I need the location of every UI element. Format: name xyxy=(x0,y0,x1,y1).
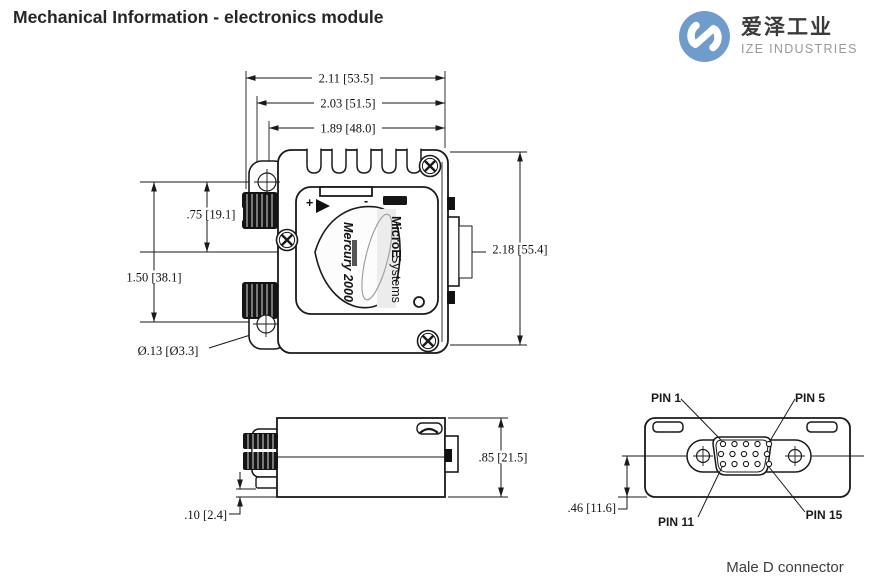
jackscrew-left xyxy=(693,446,713,466)
cooling-fins xyxy=(306,148,422,174)
label-plus-mark: + xyxy=(306,196,313,210)
logo-name-en: IZE INDUSTRIES xyxy=(741,41,858,56)
end-view-labels: PIN 1 PIN 5 PIN 11 PIN 15 .46 [11.6] Mal… xyxy=(568,391,844,576)
end-view-caption: Male D connector xyxy=(726,559,844,576)
logo-name-cn: 爱泽工业 xyxy=(741,16,833,40)
dim-width-inner: 1.89 [48.0] xyxy=(320,122,375,136)
dim-hole-diameter: Ø.13 [Ø3.3] xyxy=(138,344,199,358)
side-view: .85 [21.5] .10 [2.4] xyxy=(184,417,536,522)
pin-leader-lines xyxy=(680,398,806,518)
end-view-dimension-lines xyxy=(618,456,630,510)
mounting-hole-top xyxy=(254,169,280,195)
mounting-hole-bottom xyxy=(253,311,279,337)
thumbscrew-bottom xyxy=(242,282,278,319)
top-view: + - Mercury 2000 MicroE Systems xyxy=(121,71,554,358)
side-thumbscrew xyxy=(243,433,278,470)
pin15-label: PIN 15 xyxy=(806,508,843,522)
dim-base-lip: .10 [2.4] xyxy=(184,508,227,522)
dim-hole-spacing: 1.50 [38.1] xyxy=(126,271,181,285)
label-arrow-glyph xyxy=(316,199,330,213)
dim-width-mid: 2.03 [51.5] xyxy=(320,97,375,111)
dim-width-outer: 2.11 [53.5] xyxy=(319,72,374,86)
thumbscrew-top xyxy=(242,192,278,229)
pin11-label: PIN 11 xyxy=(658,515,694,529)
label-brand-bottom: Systems xyxy=(389,255,403,303)
end-view-outline xyxy=(622,417,864,498)
pin1-label: PIN 1 xyxy=(651,391,681,405)
product-label: + - Mercury 2000 MicroE Systems xyxy=(295,186,439,315)
corner-screws xyxy=(275,154,442,353)
end-view: PIN 1 PIN 5 PIN 11 PIN 15 .46 [11.6] Mal… xyxy=(568,391,864,576)
label-led xyxy=(413,296,425,308)
pin5-label: PIN 5 xyxy=(795,391,825,405)
jackscrew-right xyxy=(785,446,805,466)
label-small-text-glyph xyxy=(352,240,357,266)
dim-height: 2.18 [55.4] xyxy=(492,243,547,257)
dim-center-to-base: .46 [11.6] xyxy=(568,501,617,515)
label-brand-strip xyxy=(377,209,396,308)
dim-side-height: .85 [21.5] xyxy=(479,451,528,465)
company-logo: 爱泽工业 IZE INDUSTRIES xyxy=(678,8,863,64)
side-view-outline xyxy=(243,417,459,498)
logo-mark-icon xyxy=(679,10,730,62)
end-notch-left xyxy=(652,421,684,433)
label-minus-mark: - xyxy=(364,194,368,208)
page-title: Mechanical Information - electronics mod… xyxy=(13,7,384,27)
label-product-name: Mercury 2000 xyxy=(341,222,355,302)
end-notch-right xyxy=(806,421,838,433)
label-brand-top: MicroE xyxy=(389,216,403,258)
label-text-glyph xyxy=(383,196,407,205)
connector-protrusion xyxy=(447,197,473,304)
connector-pins xyxy=(717,440,773,468)
module-top-outline: + - Mercury 2000 MicroE Systems xyxy=(242,148,473,354)
label-swoosh xyxy=(361,213,393,301)
top-view-dimension-labels: 2.11 [53.5] 2.03 [51.5] 1.89 [48.0] 2.18… xyxy=(121,71,554,358)
dim-hole-to-center: .75 [19.1] xyxy=(187,208,236,222)
side-view-extension-lines xyxy=(236,417,508,498)
dsub-shell-inner xyxy=(715,439,769,473)
side-view-dimension-labels: .85 [21.5] .10 [2.4] xyxy=(184,450,536,522)
